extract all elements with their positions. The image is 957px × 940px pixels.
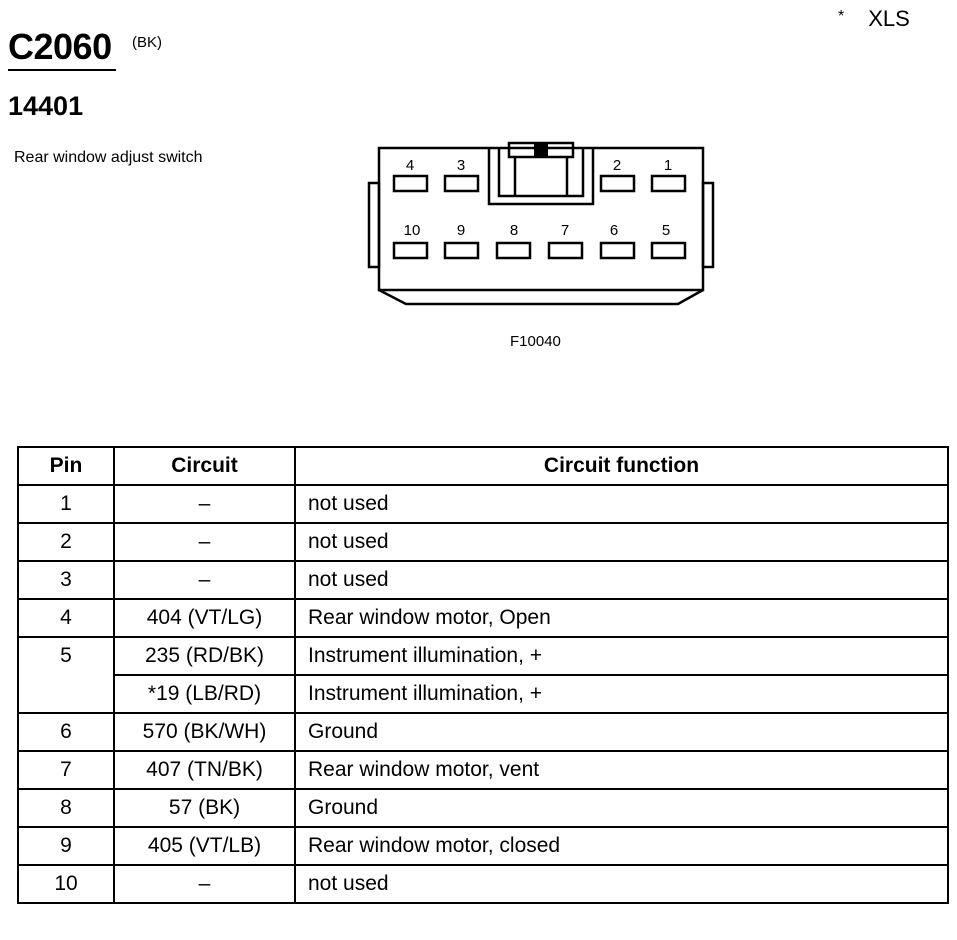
cell-function: Rear window motor, closed [294,826,949,866]
table-row: *19 (LB/RD) Instrument illumination, + [18,674,949,714]
cell-pin: 3 [17,560,115,600]
table-row: 5 235 (RD/BK) Instrument illumination, + [17,636,949,714]
cell-circuit: 57 (BK) [113,788,296,828]
figure-reference: F10040 [510,333,561,350]
header-function: Circuit function [294,446,949,486]
cell-function: Rear window motor, Open [294,598,949,638]
legend-marker: * [838,8,845,25]
pin-cavity [392,174,429,193]
cell-circuit: – [113,560,296,600]
pin-cavity [443,174,480,193]
part-number: 14401 [8,91,84,121]
pin-label: 9 [457,222,465,239]
connector-face-diagram: 4 3 2 1 10 9 8 7 6 5 [367,141,715,306]
table-row: 9 405 (VT/LB) Rear window motor, closed [17,826,949,866]
connector-description: Rear window adjust switch [14,149,203,166]
cell-function: Instrument illumination, + [294,674,949,714]
cell-pin: 1 [17,484,115,524]
cell-circuit: *19 (LB/RD) [113,674,296,714]
pinout-table: Pin Circuit Circuit function 1 – not use… [17,446,949,904]
cell-circuit: – [113,522,296,562]
pin-label: 7 [561,222,569,239]
header-circuit: Circuit [113,446,296,486]
connector-ear-right [701,181,715,269]
cell-pin: 4 [17,598,115,638]
cell-pin: 6 [17,712,115,752]
title-underline [8,69,116,71]
cell-function: Ground [294,712,949,752]
table-row: 10 – not used [17,864,949,904]
connector-color-code: (BK) [132,34,162,51]
connector-lip [378,288,704,306]
lock-notch-outer [487,148,595,206]
cell-pin: 8 [17,788,115,828]
cell-function: Rear window motor, vent [294,750,949,790]
cell-pin: 9 [17,826,115,866]
cell-pin: 5 [17,636,115,714]
cell-function: Ground [294,788,949,828]
table-header-row: Pin Circuit Circuit function [17,446,949,486]
cell-circuit: 570 (BK/WH) [113,712,296,752]
table-row: 3 – not used [17,560,949,600]
connector-id: C2060 [8,26,112,67]
cell-function: not used [294,864,949,904]
pin-label: 2 [613,157,621,174]
cell-circuit: – [113,484,296,524]
table-row: 1 – not used [17,484,949,524]
cell-circuit: 407 (TN/BK) [113,750,296,790]
pin-label: 5 [662,222,670,239]
pin-label: 1 [664,157,672,174]
table-row: 2 – not used [17,522,949,562]
cell-function: Instrument illumination, + [294,636,949,676]
header-pin: Pin [17,446,115,486]
cell-circuit: 404 (VT/LG) [113,598,296,638]
pin-cavity [443,241,480,260]
table-row: 6 570 (BK/WH) Ground [17,712,949,752]
legend-label: XLS [868,6,910,31]
cell-circuit: – [113,864,296,904]
pin-cavity [599,241,636,260]
connector-ear-left [367,181,381,269]
lock-tab-mark [534,144,548,156]
connector-housing [377,146,705,292]
cell-pin: 10 [17,864,115,904]
pin-cavity [392,241,429,260]
table-row: 4 404 (VT/LG) Rear window motor, Open [17,598,949,638]
legend: * XLS [838,6,910,32]
lock-notch-inner [497,148,585,198]
pin-label: 3 [457,157,465,174]
table-row: 7 407 (TN/BK) Rear window motor, vent [17,750,949,790]
cell-circuit: 405 (VT/LB) [113,826,296,866]
pin-label: 8 [510,222,518,239]
cell-circuit: 235 (RD/BK) [113,636,296,676]
pin-label: 10 [404,222,421,239]
pin-cavity [650,241,687,260]
cell-pin: 2 [17,522,115,562]
pin-cavity [650,174,687,193]
cell-function: not used [294,560,949,600]
cell-pin: 7 [17,750,115,790]
lock-tab [507,141,575,159]
pin-cavity [599,174,636,193]
pin-cavity [495,241,532,260]
pin-cavity [547,241,584,260]
cell-function: not used [294,522,949,562]
pin-label: 4 [406,157,414,174]
pin-label: 6 [610,222,618,239]
table-row: 8 57 (BK) Ground [17,788,949,828]
cell-function: not used [294,484,949,524]
